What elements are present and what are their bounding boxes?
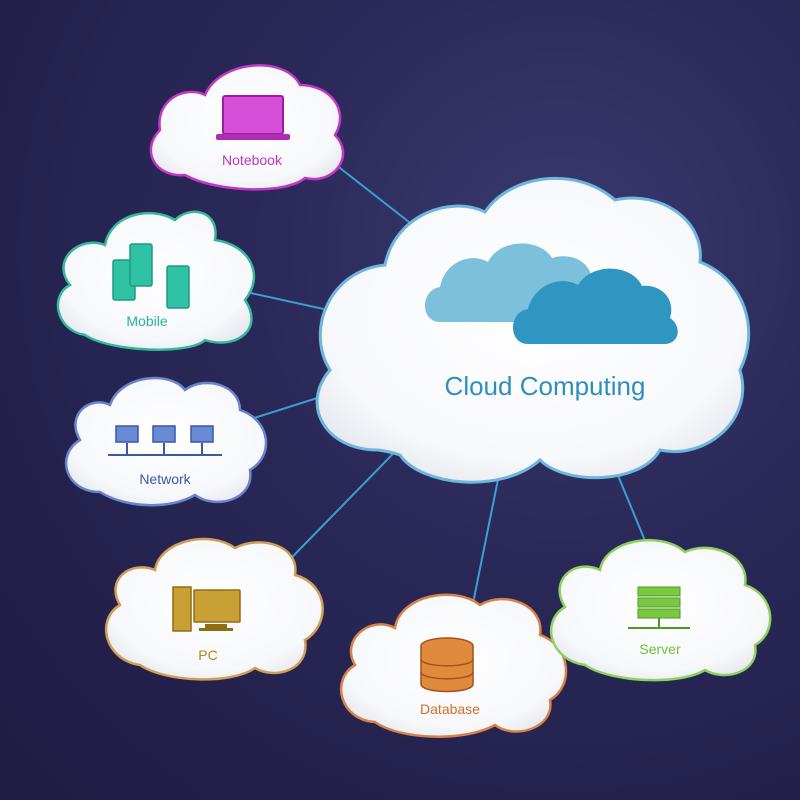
network-icon [108,425,222,456]
database-icon [420,637,474,693]
node-server[interactable]: Server [549,538,772,682]
node-pc[interactable]: PC [104,537,324,681]
node-mobile-cloud [56,210,256,351]
cloud-icon [425,243,678,344]
node-notebook[interactable]: Notebook [149,64,345,191]
node-mobile-label: Mobile [126,313,167,329]
node-notebook-label: Notebook [222,152,283,168]
central-cloud: Cloud Computing [315,177,751,484]
node-server-label: Server [639,641,681,657]
smartphone-icon [112,243,190,309]
laptop-icon [216,95,290,140]
node-mobile[interactable]: Mobile [56,210,256,351]
node-database[interactable]: Database [339,593,568,738]
node-database-label: Database [420,701,480,717]
central-cloud-label: Cloud Computing [445,371,646,401]
node-network-label: Network [139,471,191,487]
node-network[interactable]: Network [64,376,268,507]
node-pc-label: PC [198,647,217,663]
desktop-computer-icon [172,586,241,632]
server-icon [628,586,690,629]
